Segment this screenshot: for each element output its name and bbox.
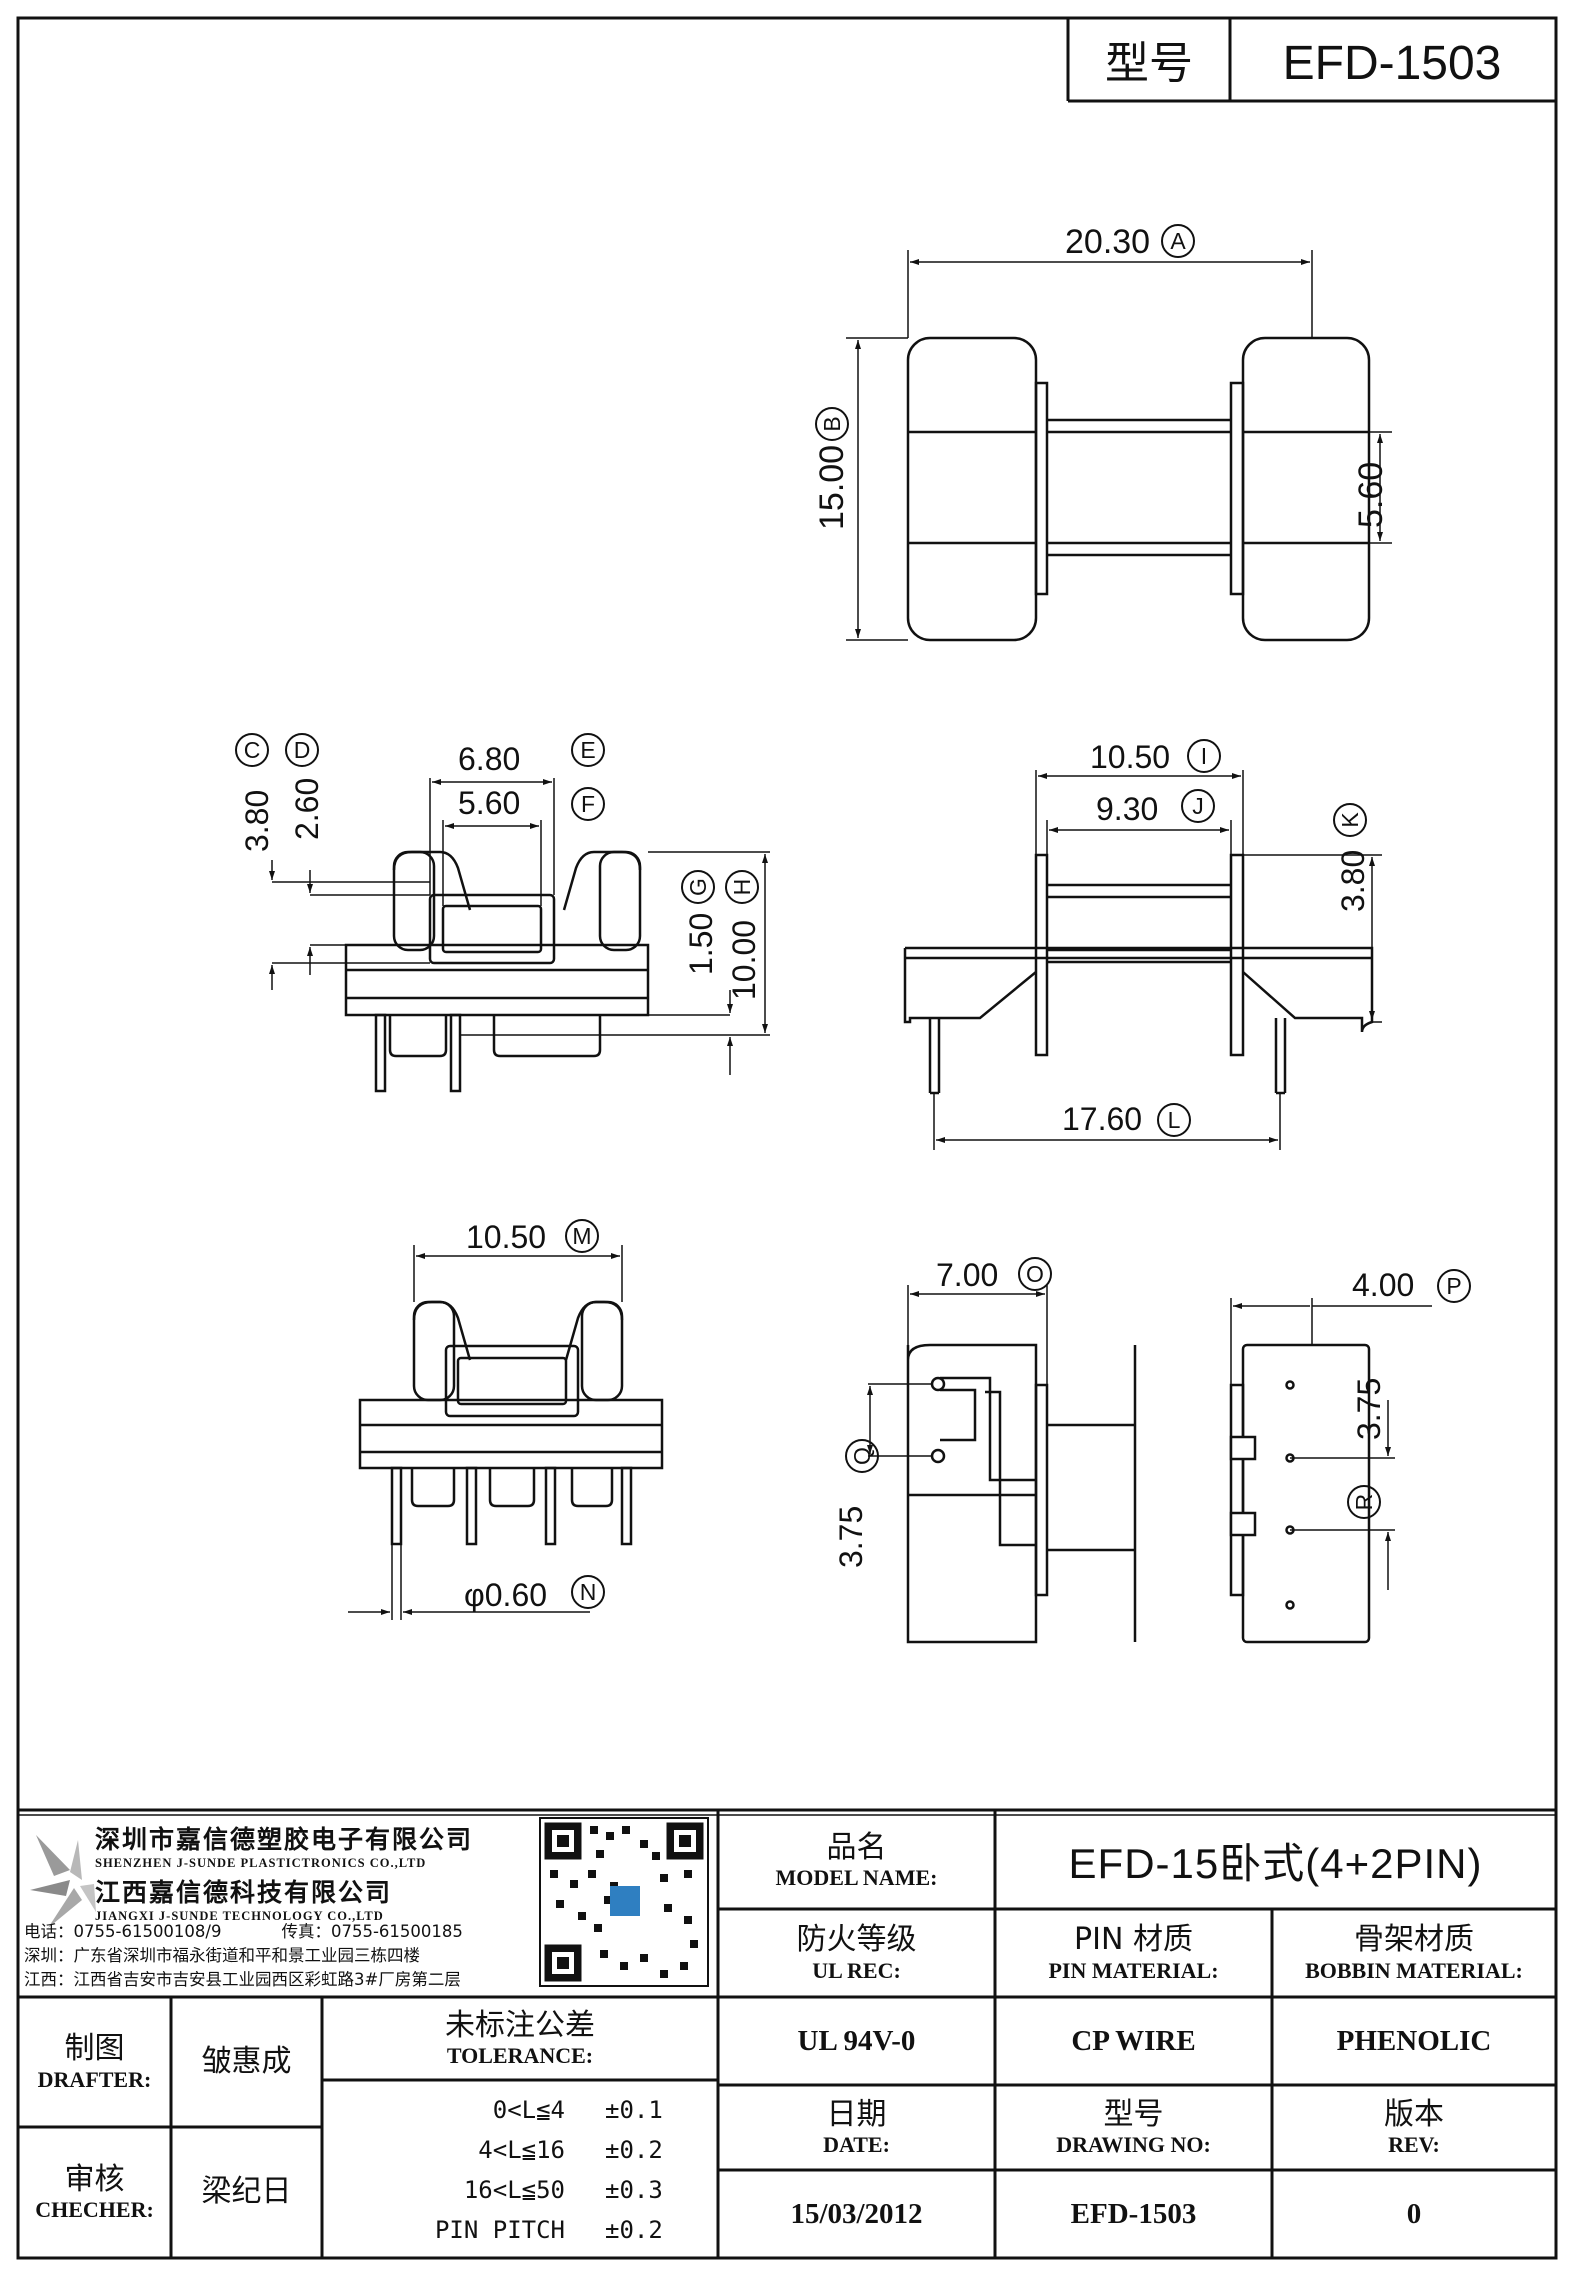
view-top <box>846 250 1392 642</box>
qr-code <box>539 1817 709 1987</box>
dim-c-value: 3.80 <box>239 790 275 852</box>
marker-m: M <box>565 1219 599 1253</box>
view-bottom <box>867 1285 1432 1644</box>
svg-text:F: F <box>581 791 595 817</box>
dim-l-value: 17.60 <box>1062 1101 1142 1137</box>
marker-k: K <box>1333 803 1367 837</box>
header-model-label: 型号 <box>1105 38 1193 89</box>
sheet-border <box>16 16 1558 2260</box>
marker-h: H <box>725 870 759 904</box>
marker-b: B <box>815 407 849 441</box>
dim-b2-value: 5.60 <box>1352 462 1390 528</box>
svg-text:A: A <box>1170 228 1186 254</box>
svg-text:R: R <box>1351 1494 1377 1511</box>
view-front <box>269 778 770 1093</box>
svg-text:P: P <box>1446 1273 1461 1299</box>
marker-p: P <box>1437 1269 1471 1303</box>
svg-text:J: J <box>1192 793 1204 819</box>
svg-text:O: O <box>1026 1261 1044 1287</box>
dim-b-value: 15.00 <box>813 445 851 530</box>
svg-text:B: B <box>819 416 845 431</box>
svg-text:N: N <box>580 1579 597 1605</box>
svg-text:I: I <box>1201 743 1207 769</box>
dim-h-value: 10.00 <box>726 920 762 1000</box>
marker-r: R <box>1347 1485 1381 1519</box>
marker-o: O <box>1018 1257 1052 1291</box>
svg-text:G: G <box>685 878 711 896</box>
svg-text:L: L <box>1168 1107 1181 1133</box>
marker-j: J <box>1181 789 1215 823</box>
marker-n: N <box>571 1575 605 1609</box>
marker-l: L <box>1157 1103 1191 1137</box>
dimension-markers: A B C D E F G H I J K L M N O P Q R <box>235 224 1471 1609</box>
svg-text:Q: Q <box>849 1447 875 1465</box>
dim-k-value: 3.80 <box>1335 850 1371 912</box>
view-end <box>348 1245 664 1620</box>
svg-text:H: H <box>729 879 755 896</box>
company-logo <box>30 1835 96 1928</box>
dim-f-value: 5.60 <box>458 785 520 821</box>
view-side <box>903 770 1382 1150</box>
marker-a: A <box>1161 224 1195 258</box>
marker-c: C <box>235 733 269 767</box>
dim-j-value: 9.30 <box>1096 791 1158 827</box>
svg-text:M: M <box>572 1223 591 1249</box>
title-block-grid <box>18 1808 1556 2258</box>
dim-a-value: 20.30 <box>1065 223 1150 261</box>
dim-q-value: 3.75 <box>833 1506 869 1568</box>
dim-g-value: 1.50 <box>683 913 719 975</box>
header-model-value: EFD-1503 <box>1283 37 1502 90</box>
header-model-box: 型号 EFD-1503 <box>1066 18 1556 103</box>
dim-r-value: 3.75 <box>1351 1378 1387 1440</box>
dim-n-value: φ0.60 <box>464 1577 547 1613</box>
svg-text:E: E <box>580 737 595 763</box>
dim-e-value: 6.80 <box>458 741 520 777</box>
svg-text:K: K <box>1337 812 1363 828</box>
dim-d-value: 2.60 <box>289 778 325 840</box>
marker-g: G <box>681 870 715 904</box>
marker-q: Q <box>845 1439 879 1473</box>
marker-i: I <box>1187 739 1221 773</box>
dim-p-value: 4.00 <box>1352 1267 1414 1303</box>
dim-o-value: 7.00 <box>936 1257 998 1293</box>
svg-text:D: D <box>294 737 311 763</box>
dim-m-value: 10.50 <box>466 1219 546 1255</box>
marker-f: F <box>571 787 605 821</box>
marker-e: E <box>571 733 605 767</box>
marker-d: D <box>285 733 319 767</box>
dim-i-value: 10.50 <box>1090 739 1170 775</box>
svg-text:C: C <box>244 737 261 763</box>
